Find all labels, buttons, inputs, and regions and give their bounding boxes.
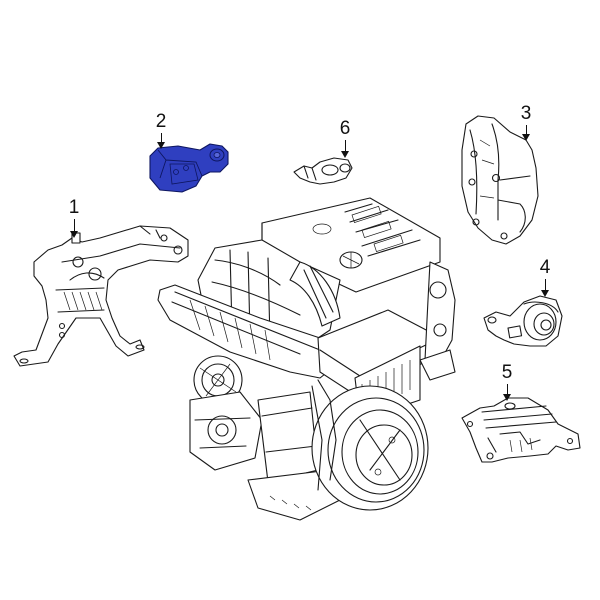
callout-arrow-3: [520, 125, 533, 141]
callout-number-6[interactable]: 6: [339, 118, 351, 139]
callout-number-4[interactable]: 4: [539, 257, 551, 278]
engine-block: [157, 197, 456, 521]
callout-arrow-2: [155, 133, 168, 149]
callout-number-1[interactable]: 1: [68, 197, 80, 218]
callout-arrow-6: [339, 140, 352, 158]
callout-arrow-4: [539, 279, 552, 297]
callout-number-3[interactable]: 3: [520, 103, 532, 124]
callout-number-5[interactable]: 5: [501, 362, 513, 383]
callout-number-2[interactable]: 2: [155, 111, 167, 132]
callout-arrow-5: [501, 384, 514, 401]
callout-arrow-1: [68, 219, 81, 238]
